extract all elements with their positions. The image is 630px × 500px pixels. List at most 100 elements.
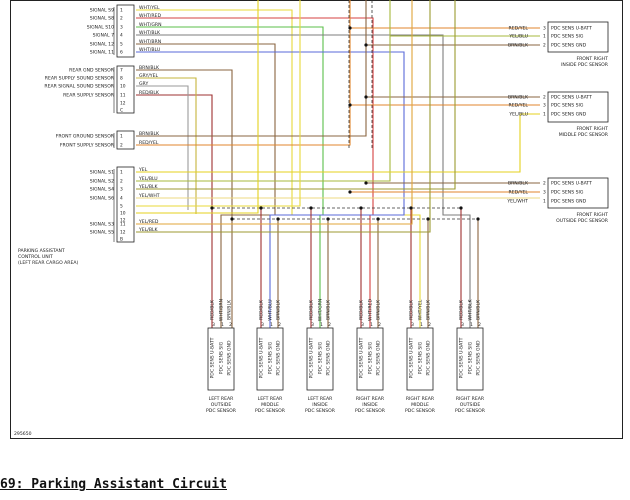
control-unit-pin-number: 12 bbox=[120, 218, 126, 224]
front-sensor-wire-code: BRN/BLK bbox=[508, 181, 529, 187]
control-unit-wire-code: GRY/YEL bbox=[139, 73, 159, 79]
rear-sensor-wire-code: BRN/BLK bbox=[376, 299, 382, 320]
rear-sensor-name: RIGHT REAR bbox=[356, 396, 385, 402]
rear-sensor-pin-number: 3 bbox=[212, 322, 215, 328]
rear-sensor-name: OUTSIDE bbox=[211, 402, 232, 408]
rear-sensor-box bbox=[356, 327, 384, 391]
control-unit-wire-code: BRN/BLK bbox=[139, 131, 160, 137]
control-unit-pin-number: 4 bbox=[120, 33, 123, 39]
rear-sensor-wire-code: BRN/BLK bbox=[476, 299, 482, 320]
front-sensor-pin-number: 3 bbox=[543, 26, 546, 32]
rear-sensor-pin-number: 3 bbox=[361, 322, 364, 328]
rear-sensor-name: PDC SENSOR bbox=[255, 408, 286, 414]
rear-sensor-wire-code: BRN/BLK bbox=[326, 299, 332, 320]
splice-dot bbox=[230, 217, 234, 221]
control-unit-pin-label: SIGNAL 11 bbox=[90, 50, 114, 56]
splice-dot bbox=[210, 206, 214, 210]
rear-sensor-wire-code: RED/BLK bbox=[459, 299, 465, 320]
splice-dot bbox=[259, 206, 263, 210]
front-sensor-pin-function: PDC SENS SIG bbox=[551, 34, 584, 40]
control-unit-wire-code: BRN/BLK bbox=[139, 65, 160, 71]
rear-sensor-wire-code: RED/BLK bbox=[359, 299, 365, 320]
control-unit-pin-number: 12 bbox=[120, 101, 126, 107]
signal-wire bbox=[136, 0, 431, 233]
rear-sensor-pin-number: 2 bbox=[378, 322, 381, 328]
control-unit-pin-number: 8 bbox=[120, 76, 123, 82]
control-unit-connector bbox=[116, 166, 135, 243]
control-unit-pin-label: REAR SUPPLY SOUND SENSOR bbox=[45, 76, 115, 82]
rear-sensor-pin-number: 3 bbox=[411, 322, 414, 328]
control-unit-wire-code: WHT/YEL bbox=[139, 5, 160, 11]
rear-sensor-pin-number: 1 bbox=[320, 322, 323, 328]
splice-dot bbox=[364, 95, 368, 99]
front-sensor-wire-code: BRN/BLK bbox=[508, 43, 529, 49]
front-sensor-pin-number: 1 bbox=[543, 199, 546, 205]
connector-boxes-layer bbox=[113, 4, 609, 391]
figure-id: 295650 bbox=[14, 431, 32, 437]
rear-sensor-name: INSIDE bbox=[362, 402, 378, 408]
control-unit-pin-number: 1 bbox=[120, 170, 123, 176]
control-unit-pin-number: 2 bbox=[120, 16, 123, 22]
rear-sensor-wire-code: RED/BLK bbox=[210, 299, 216, 320]
front-sensor-pin-number: 2 bbox=[543, 95, 546, 101]
control-unit-pin-label: SIGNAL S6 bbox=[90, 196, 114, 202]
rear-sensor-pin-number: 2 bbox=[428, 322, 431, 328]
control-unit-pin-label: SIGNAL S9 bbox=[90, 8, 114, 14]
control-unit-connector bbox=[116, 65, 135, 114]
wires-layer bbox=[136, 0, 540, 330]
control-unit-pin-number: 11 bbox=[120, 93, 126, 99]
control-unit-pin-label: FRONT SUPPLY SENSOR bbox=[60, 143, 115, 149]
control-unit-wire-code: WHT/GRN bbox=[139, 22, 162, 28]
control-unit-pin-number: 1 bbox=[120, 134, 123, 140]
splice-dot bbox=[459, 206, 463, 210]
splice-dot bbox=[409, 206, 413, 210]
rear-sensor-name: PDC SENSOR bbox=[355, 408, 386, 414]
rear-sensor-name: RIGHT REAR bbox=[406, 396, 435, 402]
front-supply-wire bbox=[136, 0, 351, 146]
control-unit-pin-number: 11 bbox=[120, 222, 126, 228]
splice-dot bbox=[348, 26, 352, 30]
front-sensor-name: FRONT RIGHT bbox=[576, 126, 608, 132]
signal-wire bbox=[136, 0, 413, 225]
rear-sensor-pin-number: 2 bbox=[278, 322, 281, 328]
front-sensor-name: OUTSIDE PDC SENSOR bbox=[556, 218, 609, 224]
signal-wire bbox=[136, 34, 471, 330]
control-unit-wire-code: GRY bbox=[139, 81, 148, 87]
front-sensor-box bbox=[547, 21, 609, 53]
rear-sensor-pin-function: PDC SENS SIG bbox=[268, 341, 274, 374]
rear-sensor-pin-function: PDC SENS U-BATT bbox=[359, 337, 365, 378]
rear-sensor-pin-function: PDC SENS GND bbox=[326, 340, 332, 376]
diagram-frame bbox=[10, 0, 623, 439]
rear-sensor-pin-function: PDC SENS GND bbox=[227, 340, 233, 376]
front-sensor-pin-function: PDC SENS SIG bbox=[551, 190, 584, 196]
control-unit-pin-label: SIGNAL 12 bbox=[90, 42, 114, 48]
splice-dot bbox=[364, 181, 368, 185]
front-sensor-wire-code: RED/YEL bbox=[509, 103, 529, 109]
front-sensor-wire-code: YEL/BLU bbox=[508, 112, 528, 118]
control-unit-pin-number: 2 bbox=[120, 179, 123, 185]
rear-sensor-pin-function: PDC SENS U-BATT bbox=[409, 337, 415, 378]
control-unit-connector bbox=[116, 130, 135, 150]
control-unit-connector bbox=[116, 4, 135, 58]
front-sensor-pin-number: 2 bbox=[543, 181, 546, 187]
front-sensor-pin-function: PDC SENS GND bbox=[551, 112, 587, 118]
control-unit-wire-code: RED/YEL bbox=[139, 140, 159, 146]
front-sensor-pin-number: 1 bbox=[543, 34, 546, 40]
control-unit-wire-code: RED/BLK bbox=[139, 90, 160, 96]
rear-sensor-name: OUTSIDE bbox=[460, 402, 481, 408]
control-unit-pin-number: 3 bbox=[120, 25, 123, 31]
control-unit-wire-code: YEL bbox=[138, 167, 148, 173]
front-sensor-box bbox=[547, 91, 609, 123]
control-unit-wire-code: YEL/WHT bbox=[138, 193, 160, 199]
rear-sensor-pin-function: PDC SENS SIG bbox=[468, 341, 474, 374]
rear-sensor-pin-number: 2 bbox=[478, 322, 481, 328]
rear-sensor-box bbox=[207, 327, 235, 391]
rear-sensor-name: RIGHT REAR bbox=[456, 396, 485, 402]
rear-sensor-name: MIDDLE bbox=[411, 402, 429, 408]
control-unit-pin-label: REAR GND SENSOR bbox=[69, 68, 115, 74]
control-unit-pin-number: 6 bbox=[120, 50, 123, 56]
rear-supply-wire bbox=[136, 94, 213, 330]
sound-supply-wire bbox=[136, 77, 197, 214]
control-unit-wire-code: WHT/RED bbox=[139, 13, 161, 19]
